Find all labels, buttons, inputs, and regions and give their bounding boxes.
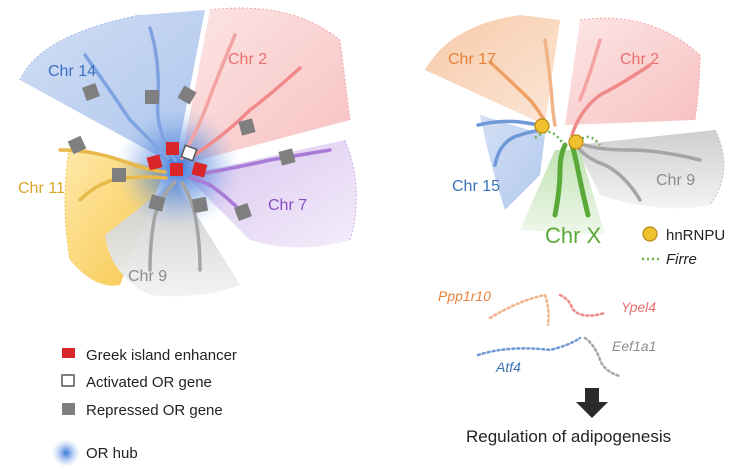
eef1a1-transcript — [583, 336, 622, 378]
chr2r-label: Chr 2 — [620, 51, 659, 68]
hnrnpu-protein — [534, 118, 550, 134]
left-legend: Greek island enhancer Activated OR gene … — [52, 347, 237, 467]
gene-label-ypel4: Ypel4 — [621, 299, 656, 315]
greek-island-enhancer — [146, 154, 163, 171]
legend-swatch-repressed — [62, 403, 75, 415]
chr17-strand-2 — [543, 38, 557, 127]
target-genes — [476, 293, 622, 378]
legend-swatch-hnrnpu — [642, 226, 658, 242]
chr17-strand — [488, 60, 547, 124]
chrX-label: Chr X — [545, 223, 602, 248]
legend-label-repressed: Repressed OR gene — [86, 402, 223, 419]
legend-swatch-activated — [61, 374, 75, 387]
chr14-label: Chr 14 — [48, 63, 96, 80]
chr17-territory — [425, 15, 560, 125]
repressed-or-gene — [67, 135, 87, 155]
activated-or-gene — [180, 144, 198, 162]
ppp1r10-transcript — [488, 293, 550, 327]
chr9r-strand — [583, 143, 702, 162]
repressed-or-gene — [148, 194, 166, 212]
chr15-label: Chr 15 — [452, 178, 500, 195]
greek-island-enhancer — [170, 163, 183, 176]
chr2-label: Chr 2 — [228, 51, 267, 68]
legend-label-firre: Firre — [666, 251, 697, 268]
chr2-strand-2 — [180, 33, 237, 160]
chrX-strand — [552, 142, 568, 218]
legend-label-enhancer: Greek island enhancer — [86, 347, 237, 364]
legend-label-activated: Activated OR gene — [86, 374, 212, 391]
chrX-territory — [520, 150, 605, 235]
chr17-label: Chr 17 — [448, 51, 496, 68]
legend-swatch-enhancer — [62, 348, 75, 358]
repressed-or-gene — [145, 90, 159, 104]
chr7-label: Chr 7 — [268, 197, 307, 214]
legend-swatch-or-hub — [52, 439, 80, 467]
right-legend: hnRNPU Firre — [642, 226, 725, 268]
legend-label-hnrnpu: hnRNPU — [666, 227, 725, 244]
legend-label-or-hub: OR hub — [86, 445, 138, 462]
or-hub-cluster: Chr 14 Chr 2 Chr 11 Chr 7 Chr 9 — [18, 7, 357, 297]
chrX-strand-2 — [569, 142, 591, 218]
outcome-label: Regulation of adipogenesis — [466, 427, 671, 446]
chr7-strand-2 — [188, 176, 247, 217]
repressed-or-gene — [177, 85, 197, 105]
repressed-or-gene — [82, 83, 100, 101]
atf4-transcript — [476, 336, 582, 357]
firre-cluster: Chr 17 Chr 2 Chr 15 Chr 9 Chr X — [425, 15, 725, 248]
chr2r-strand — [570, 63, 652, 137]
ypel4-transcript — [558, 293, 607, 317]
chr9r-label: Chr 9 — [656, 172, 695, 189]
chr15-territory — [480, 115, 545, 210]
chr2r-strand-2 — [578, 38, 602, 102]
repressed-or-gene — [112, 168, 126, 182]
down-arrow-icon — [576, 388, 608, 418]
repressed-or-gene — [191, 196, 209, 214]
greek-island-enhancer — [166, 142, 179, 155]
hnrnpu-protein — [568, 134, 584, 150]
firre-rna — [534, 130, 601, 147]
chr14-strand-2 — [83, 53, 170, 160]
chr11-label: Chr 11 — [18, 180, 65, 197]
chr7-strand — [193, 148, 332, 177]
chr9r-strand-2 — [578, 148, 642, 202]
gene-label-eef1a1: Eef1a1 — [612, 338, 656, 354]
chr9-label: Chr 9 — [128, 268, 167, 285]
repressed-or-gene — [238, 118, 256, 136]
gene-label-atf4: Atf4 — [495, 359, 521, 375]
chr9-strand-2 — [180, 181, 202, 272]
greek-island-enhancer — [191, 161, 208, 178]
gene-label-ppp1r10: Ppp1r10 — [438, 288, 491, 304]
chr9-strand — [148, 180, 177, 272]
chr2-strand — [188, 66, 302, 160]
repressed-or-gene — [278, 148, 296, 166]
repressed-or-gene — [234, 203, 252, 221]
